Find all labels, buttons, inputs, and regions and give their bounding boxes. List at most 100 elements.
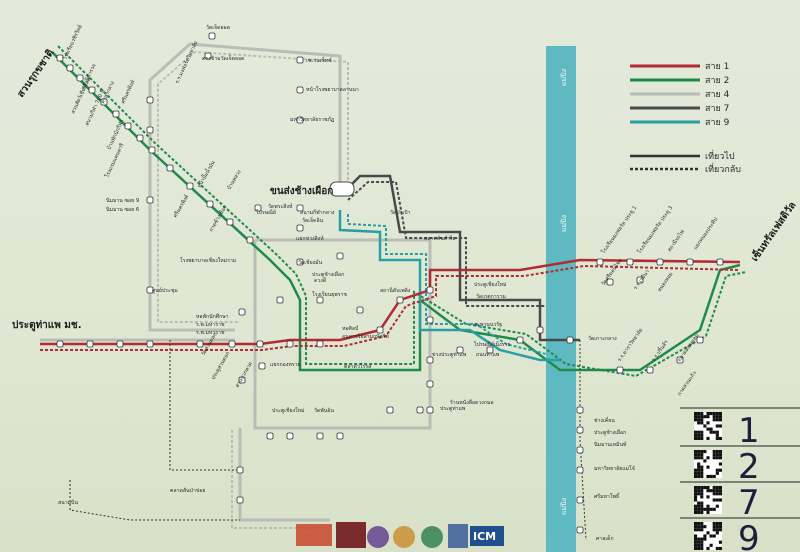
qr-module — [697, 537, 701, 541]
qr-module — [706, 456, 710, 460]
stop-marker — [146, 196, 154, 204]
stop-label: ศรีนครพิงค์ — [119, 78, 136, 104]
line7-outbound — [339, 174, 580, 342]
qr-module — [694, 504, 698, 508]
qr-module — [697, 474, 701, 478]
qr-module — [700, 486, 704, 490]
qr-module — [697, 543, 701, 547]
qr-module — [715, 453, 719, 457]
stop-label: ตลาดสันป่าข่อย — [170, 487, 205, 494]
qr-module — [700, 501, 704, 505]
logo-6 — [448, 524, 468, 548]
qr-module — [706, 531, 710, 535]
qr-panel: 1 2 7 9 — [680, 407, 800, 552]
route-line-4 — [40, 42, 432, 522]
south-west-link — [169, 340, 240, 471]
stop-label: ไปรษณีย์เม็งราย — [473, 340, 510, 348]
river-label-mid: แม่ปิง — [560, 215, 568, 232]
stop-label: สถานีดับเพลิง — [380, 287, 411, 294]
stop-marker — [636, 276, 644, 284]
qr-module — [703, 415, 707, 419]
qr-module — [694, 471, 698, 475]
qr-module — [709, 427, 713, 431]
stop-label: วัดเชียงมั่น — [298, 259, 323, 266]
stop-marker — [286, 340, 294, 348]
stop-marker — [66, 64, 74, 72]
qr-module — [706, 489, 710, 493]
line4-upper-loop — [148, 42, 342, 332]
stop-marker — [186, 182, 194, 190]
stop-marker — [696, 336, 704, 344]
qr-module — [697, 450, 701, 454]
stop-marker — [336, 432, 344, 440]
stop-label: โรงพยาบาลเชียงใหม่ราม — [180, 257, 236, 264]
qr-module — [715, 528, 719, 532]
stop-label: นิมมานเหมินท์ — [594, 441, 627, 448]
stop-label: ประตูช้างเผือก — [594, 429, 626, 436]
qr-module — [718, 456, 722, 460]
stop-label: สะพานนวรัฐ — [474, 321, 502, 328]
qr-module — [694, 436, 698, 440]
logo-2 — [336, 522, 366, 548]
qr-module — [694, 495, 698, 499]
route-line-9 — [338, 210, 560, 362]
qr-module — [718, 436, 722, 440]
river-label-bottom: แม่ปิง — [560, 498, 568, 515]
line1-return — [40, 264, 741, 351]
stop-label: ช่างเคี่ยน — [594, 417, 615, 424]
stop-label: ประตูเชียงใหม่ — [272, 407, 304, 414]
terminal-center: ขนส่งช้างเผือก — [270, 185, 333, 197]
qr-module — [715, 450, 719, 454]
stop-marker — [296, 56, 304, 64]
qr-module — [703, 525, 707, 529]
qr-module — [718, 412, 722, 416]
route-line-9-return — [347, 214, 547, 355]
qr-module — [697, 433, 701, 437]
stop-marker — [296, 224, 304, 232]
qr-module — [694, 510, 698, 514]
stop-label: โรงเรียนมงฟอร์ต ประตู 1 — [600, 204, 638, 255]
stop-label: ตลาดวโรรส — [344, 363, 372, 370]
stop-marker — [356, 306, 364, 314]
qr-module — [715, 412, 719, 416]
stop-label: นิมมาน ซอย 9 — [106, 197, 139, 204]
qr-module — [700, 525, 704, 529]
qr-module — [715, 522, 719, 526]
qr-module — [706, 474, 710, 478]
qr-module — [694, 453, 698, 457]
stop-marker — [576, 526, 584, 534]
qr-module — [712, 418, 716, 422]
qr-module — [712, 456, 716, 460]
qr-module — [718, 453, 722, 457]
stop-label: แยกกองทราย — [270, 362, 300, 368]
qr-module — [712, 528, 716, 532]
qr-module — [700, 465, 704, 469]
qr-module — [694, 415, 698, 419]
stop-label: สถานีรถไฟ — [665, 228, 686, 253]
qr-module — [697, 421, 701, 425]
qr-module — [697, 510, 701, 514]
stop-marker — [646, 366, 654, 374]
qr-module — [700, 543, 704, 547]
qr-module — [709, 430, 713, 434]
legend-label-outbound: เที่ยวไป — [705, 149, 735, 162]
logo-icm — [470, 526, 504, 546]
sponsor-logos: ICM — [296, 522, 504, 548]
stop-marker — [146, 96, 154, 104]
stop-marker — [88, 86, 96, 94]
qr-module — [700, 546, 704, 550]
qr-module — [694, 507, 698, 511]
qr-module — [709, 412, 713, 416]
hub-terminal-marker — [329, 181, 355, 197]
stop-marker — [426, 316, 434, 324]
qr-module — [715, 415, 719, 419]
river — [546, 46, 576, 552]
stop-marker — [196, 340, 204, 348]
stop-label: ร้านหนังสือดวงกมล — [450, 399, 494, 406]
qr-module — [718, 489, 722, 493]
qr-module — [712, 412, 716, 416]
stop-label: ประตูเชียงใหม่ — [474, 281, 506, 288]
line7-return — [347, 181, 546, 307]
stop-label: บ้านหลวง — [226, 168, 243, 191]
